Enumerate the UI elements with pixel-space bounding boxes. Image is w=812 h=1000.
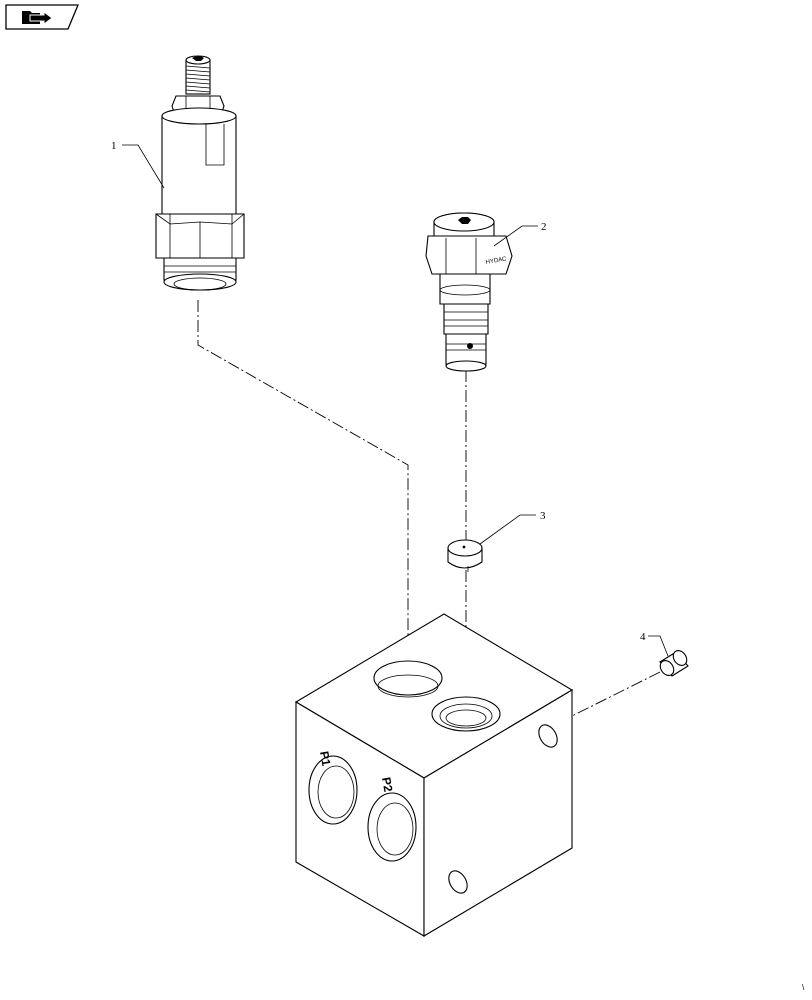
cartridge-brand-label: HYDAC — [485, 256, 507, 266]
port-label-p1: P1 — [317, 750, 333, 767]
part-3-orifice — [447, 539, 483, 572]
part-4-plug — [659, 650, 689, 677]
svg-text:1: 1 — [111, 140, 117, 152]
svg-text:4: 4 — [640, 631, 646, 643]
callout-4: 4 — [640, 631, 669, 657]
corner-mark: \ — [802, 983, 805, 992]
svg-text:2: 2 — [541, 221, 547, 233]
part-1-relief-valve — [155, 55, 245, 291]
callout-2: 2 — [493, 221, 547, 247]
svg-text:3: 3 — [540, 510, 546, 522]
part-2-check-valve: HYDAC — [425, 212, 513, 372]
nav-button[interactable] — [5, 4, 79, 30]
folder-arrow-icon — [22, 11, 53, 25]
valve-block: P1 P2 — [294, 613, 574, 937]
port-label-p2: P2 — [379, 776, 395, 793]
callout-1: 1 — [111, 140, 165, 189]
callout-3: 3 — [479, 510, 546, 545]
